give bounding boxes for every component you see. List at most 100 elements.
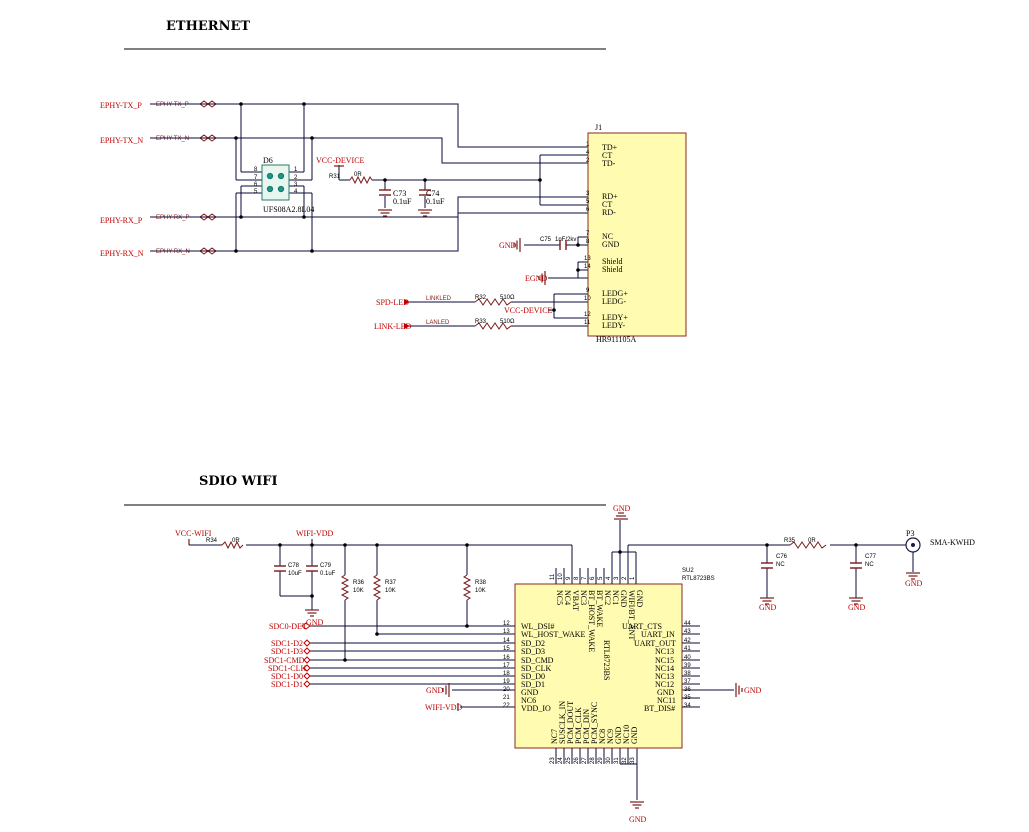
d6-pin: 1 (294, 167, 298, 173)
u2-pin-num: 36 (684, 687, 691, 693)
d6-pin: 6 (254, 182, 258, 188)
sd-net-label: SDC1-D1 (271, 680, 303, 689)
u2-pin-num: 1 (630, 576, 636, 580)
u2-pin-num: 42 (684, 638, 691, 644)
u2-pin-name: BT_HOST_WAKE (587, 590, 596, 652)
j1-pin-num: 8 (586, 239, 590, 245)
u2-pin-name: SD_D1 (521, 680, 545, 689)
p3-part: SMA-KWHD (930, 538, 975, 547)
gnd-label-pin36: GND (744, 686, 762, 695)
j1-connector-body (587, 132, 687, 337)
d6-pin: 5 (254, 189, 258, 195)
u2-pin-num: 44 (684, 621, 691, 627)
j1-pin-name: CT (602, 200, 612, 209)
c78-capacitor (274, 565, 286, 572)
r37-ref: R37 (385, 580, 397, 586)
u2-pin-num: 43 (684, 629, 691, 635)
u2-pin-num: 9 (566, 576, 572, 580)
u2-pin-name: NC13 (655, 672, 674, 681)
u2-pin-name: VDD_IO (521, 704, 551, 713)
u2-pin-num: 17 (503, 663, 510, 669)
u2-pin-num: 4 (606, 576, 612, 580)
p3-ref: P3 (906, 529, 914, 538)
r37-value: 10K (385, 588, 396, 594)
u2-pin-name: GND (630, 726, 639, 744)
u2-pin-name: PCM_DOUT (566, 701, 575, 744)
j1-pin-num: 5 (586, 199, 590, 205)
d6-ref: D6 (263, 156, 273, 165)
u2-pin-name: WL_HOST_WAKE (521, 630, 586, 639)
j1-pins: 1 TD+ 4 CT 2 TD- 3 RD+ 5 CT 6 RD- 7 NC 8… (584, 142, 628, 330)
u2-pin-num: 16 (503, 655, 510, 661)
j1-pin-num: 3 (586, 191, 590, 197)
u2-pin-num: 29 (598, 757, 604, 764)
r33-resistor (474, 322, 512, 330)
u2-pin-name: SUSCLK_IN (558, 701, 567, 744)
u2-pin-num: 31 (614, 757, 620, 764)
u2-bottom-pins: 23 24 25 26 27 28 29 30 31 32 33 NC7 SUS… (550, 701, 639, 765)
c75-ref: C75 (540, 237, 552, 243)
u2-pin-num: 14 (503, 638, 510, 644)
d6-pin: 4 (294, 189, 298, 195)
c75-value: 1nF/2kv (555, 237, 576, 243)
u2-pin-name: SD_D3 (521, 647, 545, 656)
u2-top-pins: 11 10 9 8 7 6 5 4 3 2 1 NC5 NC4 VBAT NC3… (550, 568, 644, 652)
c73-ref: C73 (393, 189, 406, 198)
d6-pin: 7 (254, 175, 258, 181)
u2-pin-name: NC5 (555, 590, 564, 605)
wire-label-rx-n: EPHY-RX_N (156, 249, 190, 255)
u2-pin-num: 10 (558, 573, 564, 580)
gnd-label-top: GND (613, 504, 631, 513)
r36-resistor (340, 574, 350, 601)
u2-pin-num: 26 (574, 757, 580, 764)
sd-net-label: SDC1-D0 (271, 672, 303, 681)
vcc-device-label: VCC-DEVICE (316, 156, 365, 165)
u2-pin-num: 33 (630, 757, 636, 764)
d6-pin: 3 (294, 182, 298, 188)
j1-pin-name: TD- (602, 159, 616, 168)
u2-pin-num: 37 (684, 679, 691, 685)
net-ephy-rx-n: EPHY-RX_N (100, 249, 144, 258)
u2-pin-name: NC13 (655, 647, 674, 656)
r35-value: 0R (808, 538, 816, 544)
j1-pin-name: LEDY+ (602, 313, 628, 322)
c74-ref: C74 (426, 189, 439, 198)
u2-pin-name: UART_CTS (622, 622, 662, 631)
r31-value: 0R (354, 172, 362, 178)
net-ephy-rx-p: EPHY-RX_P (100, 216, 143, 225)
sd-net-label: SDC1-D3 (271, 647, 303, 656)
c77-capacitor (848, 562, 864, 605)
d6-tvs-array: D6 UFS08A2.8L04 8 7 6 5 1 2 3 4 (254, 156, 314, 214)
u2-pin-num: 25 (566, 757, 572, 764)
u2-pin-name: NC2 (603, 590, 612, 605)
u2-pin-name: PCM_CLK (574, 707, 583, 744)
u2-pin-name: WL_DSI# (521, 622, 554, 631)
j1-part: HR911105A (596, 335, 637, 344)
u2-pin-num: 38 (684, 671, 691, 677)
p3-sma-connector (905, 537, 921, 580)
r32-resistor (474, 298, 512, 306)
u2-left-pins: 12 WL_DSI# 13 WL_HOST_WAKE 14 SD_D2 15 S… (503, 621, 586, 713)
u2-pin-name: NC3 (579, 590, 588, 605)
u2-pin-num: 21 (503, 695, 510, 701)
u2-pin-num: 23 (550, 757, 556, 764)
wire-label-rx-p: EPHY-RX_P (156, 215, 189, 221)
u2-pin-name: PCM_DIN (582, 709, 591, 744)
gnd-label-pin20: GND (426, 686, 444, 695)
net-link-led: LINK-LED (374, 322, 412, 331)
r38-ref: R38 (475, 580, 487, 586)
u2-pin-name: GND (635, 590, 644, 608)
j1-pin-num: 4 (586, 150, 590, 156)
j1-pin-name: Shield (602, 265, 622, 274)
net-spd-led: SPD-LED (376, 298, 409, 307)
r34-ref: R34 (206, 538, 218, 544)
u2-pin-name: SD_CLK (521, 664, 551, 673)
j1-pin-name: LEDG- (602, 297, 626, 306)
d6-pin: 2 (294, 175, 298, 181)
u2-pin-num: 27 (582, 757, 588, 764)
sd-port-arrows (301, 622, 311, 688)
u2-pin-num: 19 (503, 679, 510, 685)
u2-pin-name: PCM_SYNC (590, 702, 599, 744)
j1-pin-name: LEDG+ (602, 289, 628, 298)
